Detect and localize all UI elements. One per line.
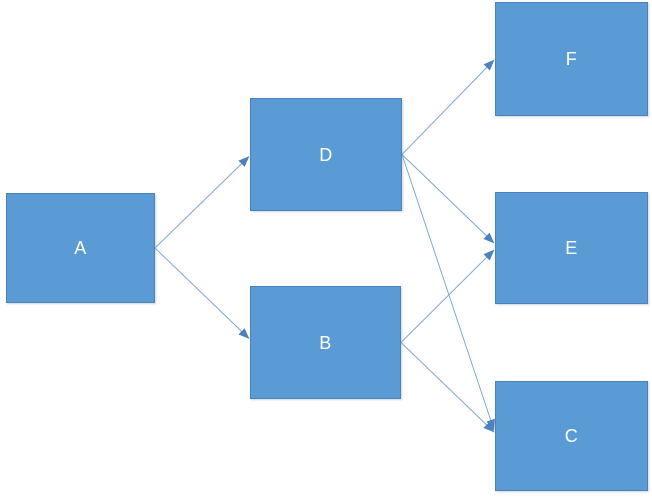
connector-A-D [154,156,250,249]
node-B[interactable]: B [250,286,401,399]
node-C[interactable]: C [495,381,648,491]
connector-B-E [400,249,495,343]
node-label: A [74,238,87,258]
node-D[interactable]: D [250,98,402,211]
connector-D-E [401,154,495,244]
connector-D-C [401,154,495,431]
node-label: B [319,332,332,353]
connector-B-C [400,342,495,433]
node-F[interactable]: F [495,2,648,116]
node-label: C [564,426,579,446]
node-label: E [565,238,578,258]
connector-D-F [401,59,495,155]
node-A[interactable]: A [6,193,155,303]
node-E[interactable]: E [495,192,648,304]
connector-A-B [154,247,250,339]
node-label: D [319,144,333,165]
node-label: F [565,49,578,69]
